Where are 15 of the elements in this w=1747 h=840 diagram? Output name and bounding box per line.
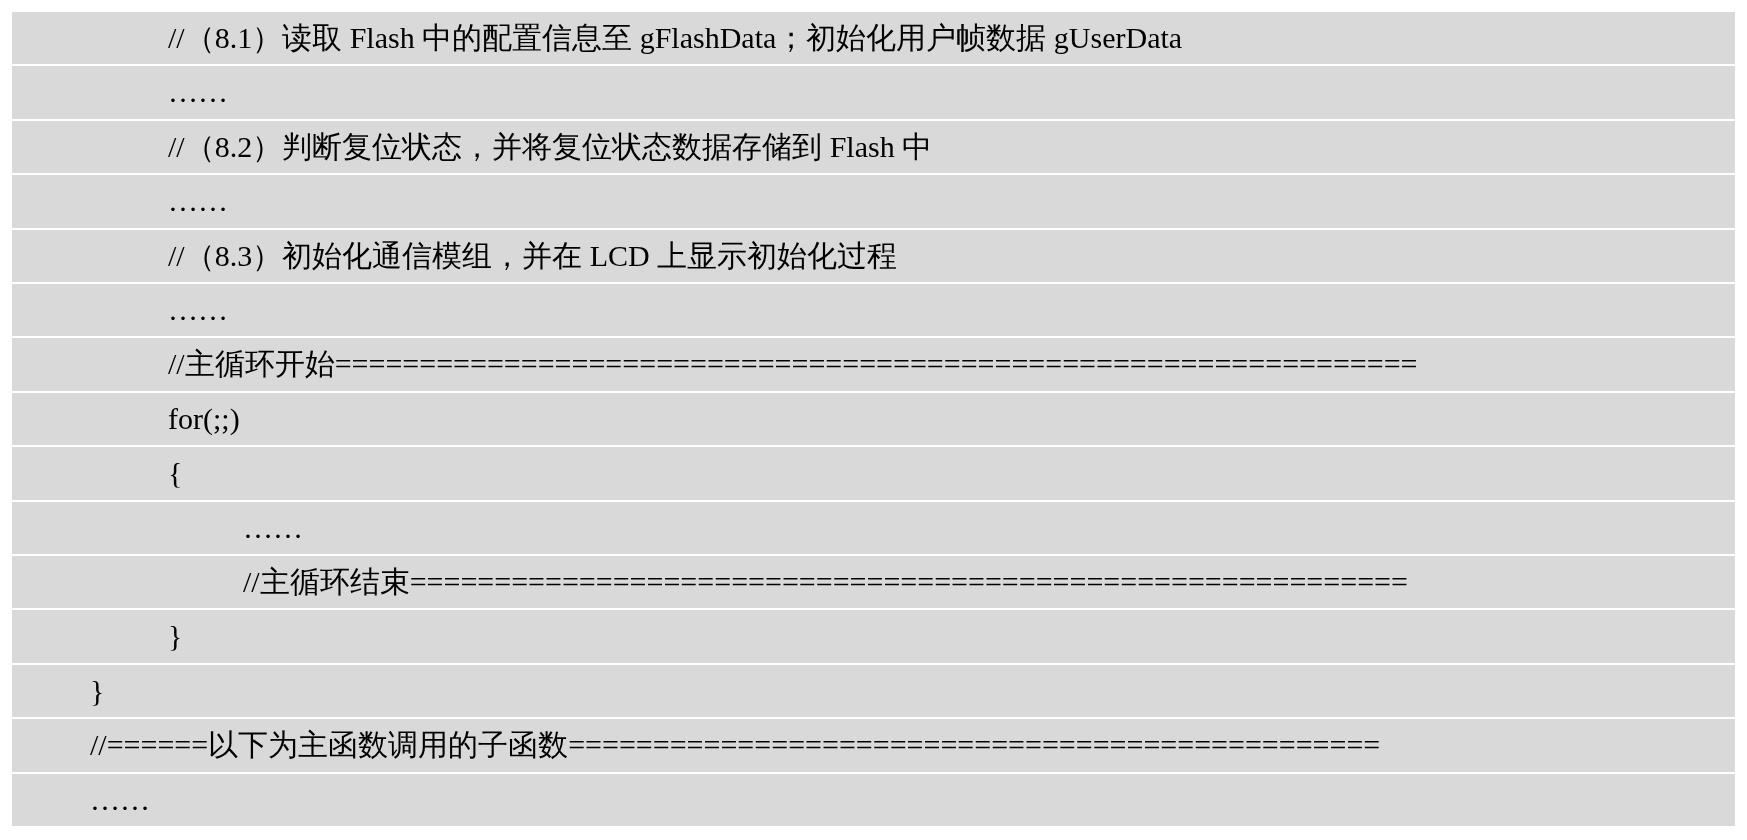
code-line: //（8.1）读取 Flash 中的配置信息至 gFlashData；初始化用户帧数据 gUserData <box>168 20 1183 56</box>
code-line: //主循环结束=========================================================== <box>243 564 1408 600</box>
code-line: //主循环开始================================================================ <box>168 346 1418 383</box>
code-line: …… <box>90 781 150 818</box>
code-line: …… <box>168 183 228 220</box>
code-line: } <box>90 672 105 709</box>
code-line: } <box>168 618 183 655</box>
code-line: …… <box>243 509 303 546</box>
code-line: //（8.3）初始化通信模组，并在 LCD 上显示初始化过程 <box>168 237 898 274</box>
code-line: //======以下为主函数调用的子函数================================================ <box>90 727 1381 764</box>
code-line: for(;;) <box>168 400 240 437</box>
code-line: …… <box>168 74 228 111</box>
code-line: //（8.2）判断复位状态，并将复位状态数据存储到 Flash 中 <box>168 128 933 165</box>
code-line: { <box>168 455 183 492</box>
code-line: …… <box>168 292 228 328</box>
